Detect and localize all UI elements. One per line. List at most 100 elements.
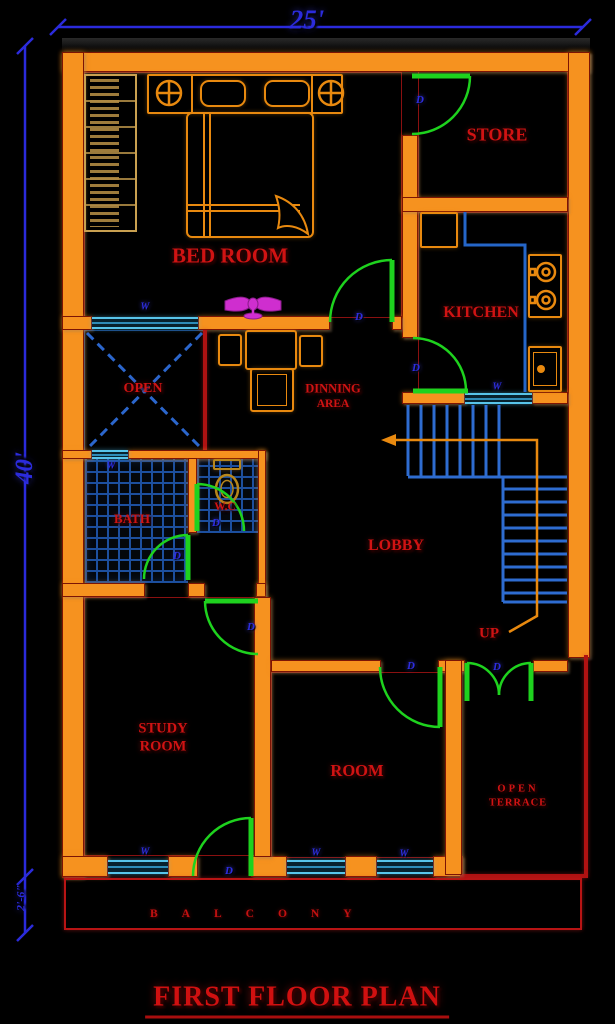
kitchen-sink-inner [533,352,557,386]
sink-knob [537,365,545,373]
wc-door-arc [196,482,246,532]
terrace-bottom-rail [460,874,586,878]
terrace-door-arc-right [497,661,532,696]
wall-bottom-seg4 [345,856,377,877]
dim-height-label: 40' [11,452,38,484]
dining-seat-bottom-inner [257,374,287,406]
wall-bottom-seg2 [168,856,198,877]
wall-bedroom-bottom-c [392,316,402,330]
kitchen-window [465,393,532,404]
wall-study-room-divider [254,597,271,857]
wall-bath-top-a [62,450,92,459]
wc-door-marker: D [212,517,220,529]
dining-seat-bottom [250,368,294,412]
room-balcony-window-1 [287,860,345,874]
room-balcony-window-2 [377,860,433,874]
kitchen-window-marker: W [492,381,502,393]
dim-tick [574,18,592,36]
doors [142,73,534,877]
dim-tick [49,18,67,36]
kitchen-corner-counter [420,212,458,248]
study-door-arc [203,600,259,656]
ceiling-fan [224,296,282,320]
wall-outer-left [62,52,84,878]
kitchen-door-marker: D [412,362,420,374]
wall-bedroom-kitchen [402,135,418,338]
staircase [406,405,567,604]
bath-window [92,450,128,459]
dining-chair-left [218,334,242,366]
dim-balcony-label: 2'-6" [13,885,28,911]
wall-bottom-seg1 [62,856,108,877]
store-door-arc [411,75,472,136]
study-label-line2: ROOM [139,738,187,755]
balcony-label: BALCONY [150,908,376,920]
terrace-label-line2: TERRACE [488,797,548,809]
terrace-door-marker: D [493,661,501,673]
open-shaft-right-edge [203,330,207,452]
balcony-door-marker: D [225,865,233,877]
balcony-railing [64,878,582,930]
stairs-direction-arrow [381,434,539,634]
kitchen-label: KITCHEN [443,304,519,321]
bedroom-door-arc [328,258,393,323]
terrace-label-line1: OPEN [497,783,539,795]
wardrobe-clothes [90,79,119,227]
wall-bedroom-bottom-a [62,316,92,330]
wc-floor-tiles [197,459,258,533]
toilet-tank [213,459,241,470]
dining-label-line1: DINNING [305,381,361,396]
study-balcony-window [108,860,168,874]
bedroom-window-marker: W [140,301,150,313]
room-window-marker-2: W [399,848,409,860]
wall-kitchen-bottom-b [532,392,568,404]
room-window-marker-1: W [311,847,321,859]
study-door-marker: D [247,621,255,633]
wall-outer-right [568,52,590,658]
dim-tick [16,37,34,55]
lobby-label: LOBBY [367,537,425,554]
dining-label-line2: AREA [316,398,350,410]
balcony-door-arc [191,816,252,877]
bedroom-door-marker: D [355,311,363,323]
store-door-marker: D [416,94,424,106]
kitchen-door-arc [412,336,468,392]
wall-room-terrace [445,660,462,875]
dim-tick [16,924,34,942]
bath-door-arc [142,533,189,580]
bedside-lamps [155,79,345,107]
pillow-right [264,80,310,107]
room-label: ROOM [330,761,384,780]
stairs-up-label: UP [479,625,499,642]
bedroom-label: BED ROOM [171,243,289,268]
bath-door-marker: D [173,550,181,562]
arrow-head [381,434,396,446]
plan-title: FIRST FLOOR PLAN [145,982,449,1019]
dim-tick [16,868,34,886]
wall-store-kitchen [402,197,568,212]
stove-burners [528,261,557,311]
room-door-marker: D [407,660,415,672]
terrace-right-rail [584,655,588,878]
dim-width-label: 25' [289,4,325,35]
double-bed [186,112,314,238]
wc-label: W.C [214,501,236,513]
kitchen-sink [528,346,562,392]
blanket-fold [274,194,310,237]
open-cross-line [85,331,204,451]
wall-bath-bottom-b [188,583,205,597]
wall-bath-bottom-c [256,583,266,597]
dimension-lines [16,18,592,942]
wall-lobby-bottom-a [271,660,381,672]
bath-floor-tiles [85,459,188,583]
study-label-line1: STUDY [138,720,188,737]
open-shaft-cross [85,331,204,451]
open-shaft-label: OPEN [123,381,163,396]
dining-chair-right [299,335,323,367]
stove [528,254,562,318]
kitchen-counter-edge [463,212,527,392]
bed-linework [188,74,313,237]
wall-bedroom-bottom-b [198,316,330,330]
